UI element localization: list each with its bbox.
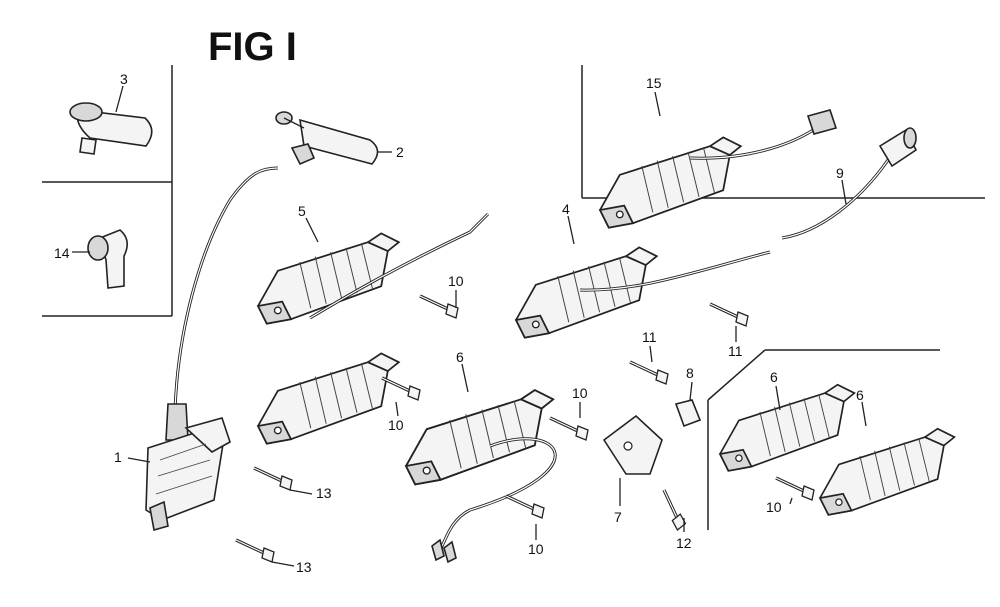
- callout-14: 14: [54, 245, 70, 261]
- figure-title: FIG I: [208, 25, 297, 69]
- callout-7: 7: [614, 509, 622, 525]
- bolt-10-b: 10: [380, 376, 422, 433]
- callout-4: 4: [562, 201, 570, 217]
- bolt-10-d: 10: [504, 494, 546, 557]
- callout-10-b: 10: [388, 417, 404, 433]
- part-4-coil: 4: [515, 201, 771, 339]
- part-5-coil: 5: [257, 203, 490, 325]
- part-3-plug-cap: 3: [69, 71, 153, 155]
- callout-10-e: 10: [766, 499, 782, 515]
- bolt-10-e: 10: [766, 476, 816, 515]
- callout-5: 5: [298, 203, 306, 219]
- part-14-plug-cap: 14: [54, 229, 128, 289]
- part-8-clip: 8: [674, 365, 702, 428]
- inset-frame-left: [42, 65, 173, 317]
- part-coil-secondary: [257, 352, 400, 445]
- bolt-10-c: 10: [548, 385, 590, 442]
- callout-6-inset-b: 6: [856, 387, 864, 403]
- bolt-13-b: 13: [234, 538, 312, 575]
- callout-6-center: 6: [456, 349, 464, 365]
- bolt-12: 12: [648, 488, 695, 551]
- part-9-wire-harness: 9: [781, 127, 918, 240]
- callout-13-a: 13: [316, 485, 332, 501]
- part-7-bracket: 7: [602, 414, 663, 525]
- callout-11-a: 11: [642, 329, 657, 345]
- callout-6-inset-a: 6: [770, 369, 778, 385]
- bolt-11-a: 11: [628, 329, 670, 386]
- bolt-13-a: 13: [252, 466, 332, 501]
- callout-10-c: 10: [572, 385, 588, 401]
- callout-8: 8: [686, 365, 694, 381]
- callout-10-a: 10: [448, 273, 464, 289]
- part-1-ignition-coil: 1: [114, 166, 279, 532]
- part-15-coil: 15: [599, 75, 838, 229]
- part-6-coil-inset-b: 6: [819, 387, 956, 516]
- connector-terminals: [431, 538, 457, 564]
- bolt-10-a: 10: [418, 273, 464, 320]
- inset-frame-bottom-right: [707, 349, 940, 530]
- bolt-11-b: 11: [708, 302, 750, 359]
- part-2-plug-cap: 2: [275, 111, 404, 166]
- callout-15: 15: [646, 75, 662, 91]
- callout-3: 3: [120, 71, 128, 87]
- callout-12: 12: [676, 535, 692, 551]
- callout-10-d: 10: [528, 541, 544, 557]
- callout-2: 2: [396, 144, 404, 160]
- callout-13-b: 13: [296, 559, 312, 575]
- callout-1: 1: [114, 449, 122, 465]
- callout-11-b: 11: [728, 343, 743, 359]
- callout-9: 9: [836, 165, 844, 181]
- part-6-coil-inset-a: 6: [719, 369, 856, 472]
- part-6-coil-center: 6: [405, 349, 557, 551]
